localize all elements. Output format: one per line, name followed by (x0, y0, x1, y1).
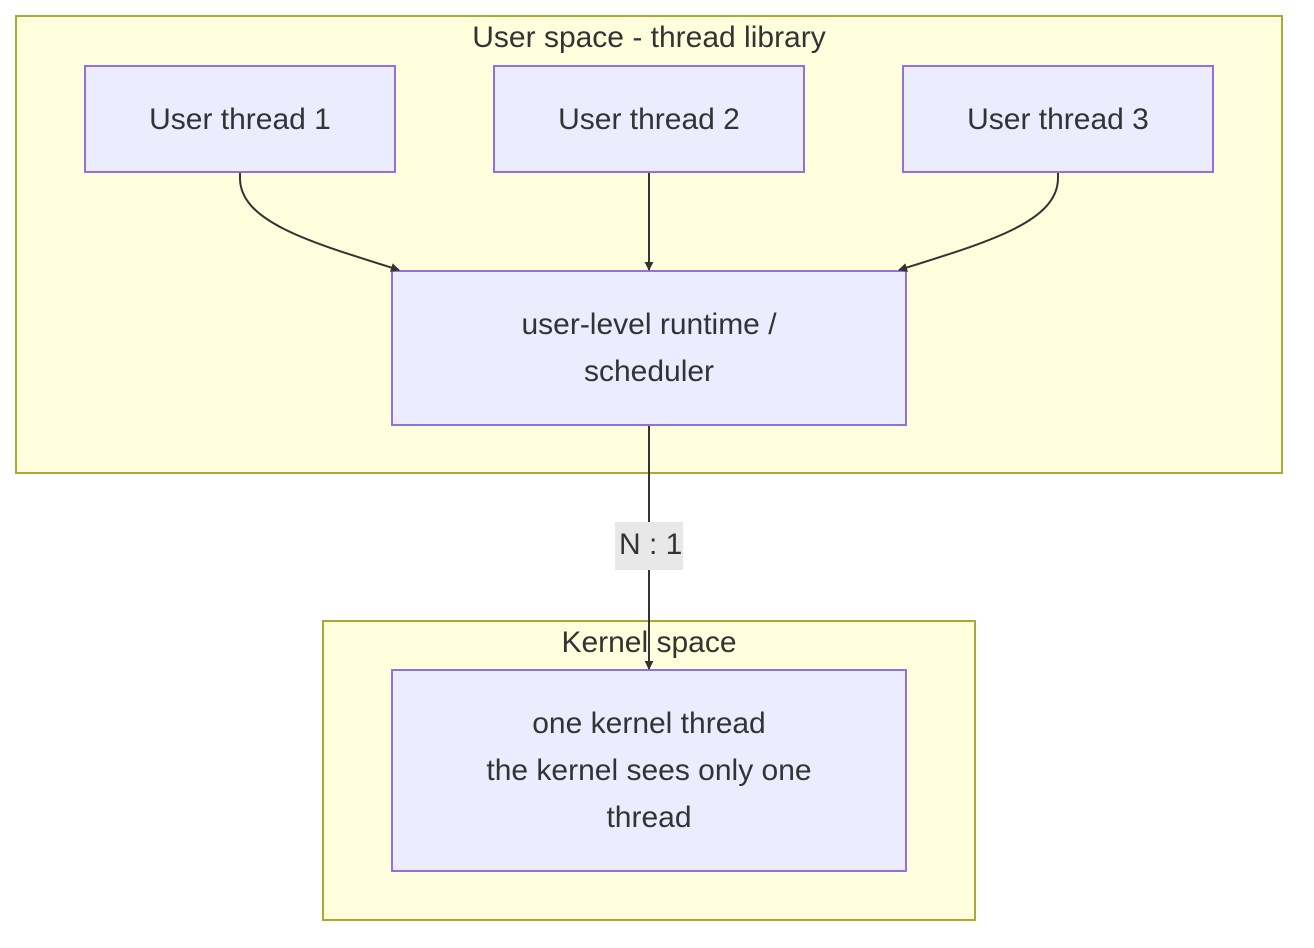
edge-label-n-to-1: N : 1 (615, 522, 683, 570)
kernel-thread-line-2: the kernel sees only one (486, 754, 812, 787)
runtime-line-2: scheduler (583, 355, 715, 388)
user-thread-3-label: User thread 3 (967, 102, 1149, 136)
kernel-space-title: Kernel space (561, 626, 737, 659)
user-thread-1-node: User thread 1 (84, 65, 396, 173)
user-space-title: User space - thread library (472, 21, 826, 54)
runtime-line-1: user-level runtime / (521, 308, 777, 341)
user-thread-2-label: User thread 2 (558, 102, 740, 136)
user-thread-1-label: User thread 1 (149, 102, 331, 136)
kernel-thread-line-1: one kernel thread (532, 707, 766, 740)
kernel-thread-node: one kernel thread the kernel sees only o… (391, 669, 907, 872)
runtime-scheduler-node: user-level runtime / scheduler (391, 270, 907, 426)
user-thread-2-node: User thread 2 (493, 65, 805, 173)
user-thread-3-node: User thread 3 (902, 65, 1214, 173)
kernel-thread-line-3: thread (606, 801, 692, 834)
